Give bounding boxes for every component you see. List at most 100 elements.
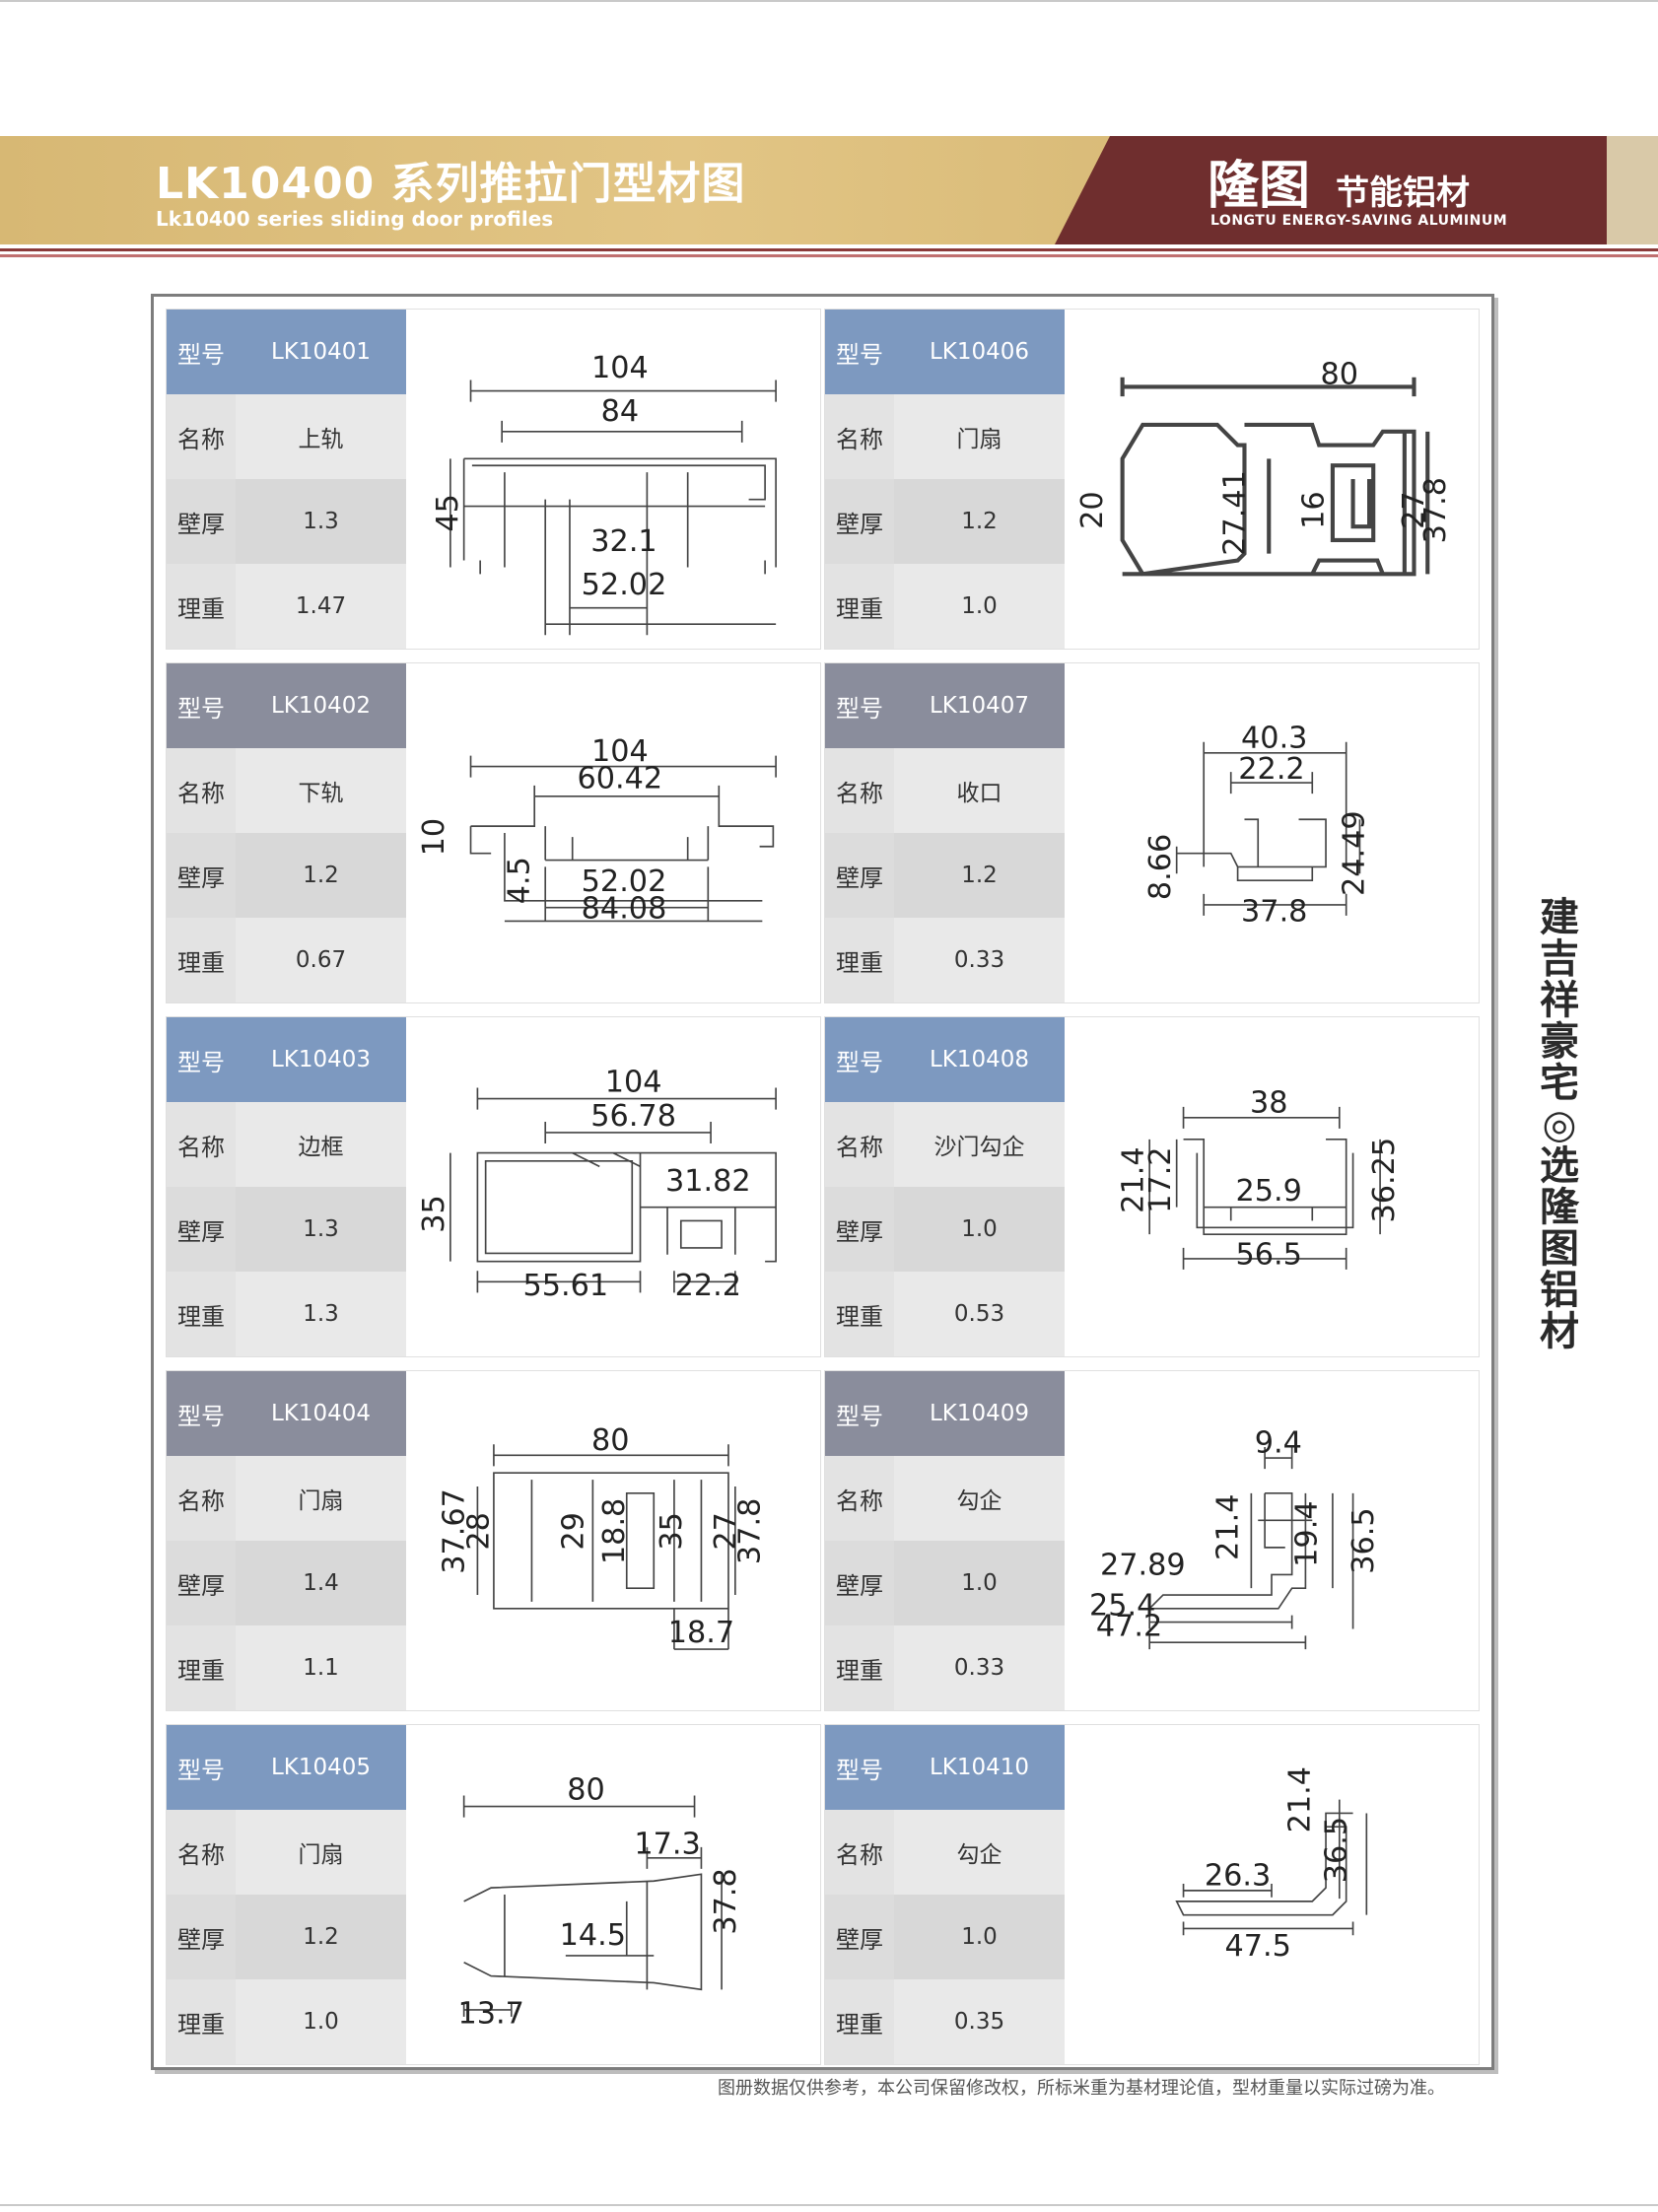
spec-value-weight: 1.3 — [236, 1272, 406, 1356]
dimension-label: 18.8 — [597, 1498, 632, 1564]
spec-label: 理重 — [825, 918, 894, 1002]
profile-outline — [1175, 1799, 1368, 1936]
dimension-label: 22.2 — [1238, 752, 1304, 787]
banner-gold-band — [0, 136, 1143, 244]
dimension-label: 27 — [709, 1512, 743, 1551]
brand-logo-name: 隆图 — [1208, 157, 1311, 216]
spec-label: 壁厚 — [825, 479, 894, 564]
dimension-label: 21.4 — [1283, 1766, 1318, 1832]
dimension-label: 18.7 — [668, 1616, 734, 1650]
spec-label: 名称 — [825, 394, 894, 479]
profile-outline — [1147, 1447, 1354, 1650]
spec-label: 理重 — [825, 564, 894, 649]
spec-value-wall: 1.0 — [894, 1187, 1065, 1272]
disclaimer-footnote: 图册数据仅供参考，本公司保留修改权，所标米重为基材理论值，型材重量以实际过磅为准… — [718, 2078, 1445, 2099]
spec-value-weight: 1.0 — [236, 1979, 406, 2064]
spec-value-model: LK10410 — [894, 1725, 1065, 1810]
spec-value-name: 门扇 — [236, 1456, 406, 1541]
spec-row-name: 名称勾企 — [825, 1456, 1065, 1541]
spec-label: 名称 — [167, 1456, 236, 1541]
spec-value-weight: 1.47 — [236, 564, 406, 649]
spec-value-wall: 1.0 — [894, 1541, 1065, 1625]
spec-label: 壁厚 — [167, 1541, 236, 1625]
profile-outline — [476, 1444, 736, 1650]
spec-label: 名称 — [167, 1810, 236, 1895]
spec-value-weight: 1.1 — [236, 1625, 406, 1710]
spec-label: 壁厚 — [167, 479, 236, 564]
dimension-label: 37.67 — [438, 1488, 472, 1574]
dimension-label: 22.2 — [675, 1269, 741, 1303]
dimension-label: 47.5 — [1225, 1929, 1291, 1964]
dimension-label: 80 — [1321, 358, 1359, 392]
dimension-label: 84.08 — [582, 892, 667, 927]
dimension-label: 56.5 — [1236, 1237, 1302, 1272]
spec-value-wall: 1.3 — [236, 1187, 406, 1272]
profile-outline — [449, 1087, 777, 1293]
spec-label: 型号 — [825, 1017, 894, 1102]
spec-label: 理重 — [825, 1625, 894, 1710]
spec-label: 理重 — [167, 1625, 236, 1710]
profile-outline — [1120, 377, 1430, 577]
dimension-label: 26.3 — [1205, 1858, 1271, 1893]
spec-label: 型号 — [167, 1371, 236, 1456]
dimension-label: 19.4 — [1289, 1500, 1324, 1566]
spec-label: 名称 — [825, 1456, 894, 1541]
bottom-rule — [0, 2204, 1658, 2206]
spec-value-weight: 0.67 — [236, 918, 406, 1002]
spec-value-wall: 1.2 — [894, 833, 1065, 918]
dimension-label: 16 — [1296, 491, 1331, 529]
spec-label: 壁厚 — [167, 833, 236, 918]
spec-value-name: 沙门勾企 — [894, 1102, 1065, 1187]
dimension-label: 37.8 — [733, 1498, 768, 1564]
spec-label: 壁厚 — [825, 1541, 894, 1625]
dimension-label: 17.2 — [1143, 1146, 1178, 1212]
banner-tail — [1607, 136, 1658, 244]
spec-label: 型号 — [167, 310, 236, 394]
spec-row-name: 名称收口 — [825, 748, 1065, 833]
spec-value-name: 边框 — [236, 1102, 406, 1187]
spec-value-model: LK10404 — [236, 1371, 406, 1456]
dimension-label: 28 — [461, 1512, 496, 1551]
spec-value-wall: 1.2 — [236, 833, 406, 918]
dimension-label: 27.89 — [1100, 1548, 1186, 1582]
spec-value-weight: 0.33 — [894, 1625, 1065, 1710]
spec-row-name: 名称下轨 — [167, 748, 406, 833]
spec-value-model: LK10403 — [236, 1017, 406, 1102]
spec-label: 理重 — [825, 1272, 894, 1356]
dimension-label: 36.25 — [1367, 1138, 1402, 1223]
spec-row-name: 名称边框 — [167, 1102, 406, 1187]
dimension-label: 9.4 — [1255, 1426, 1302, 1461]
